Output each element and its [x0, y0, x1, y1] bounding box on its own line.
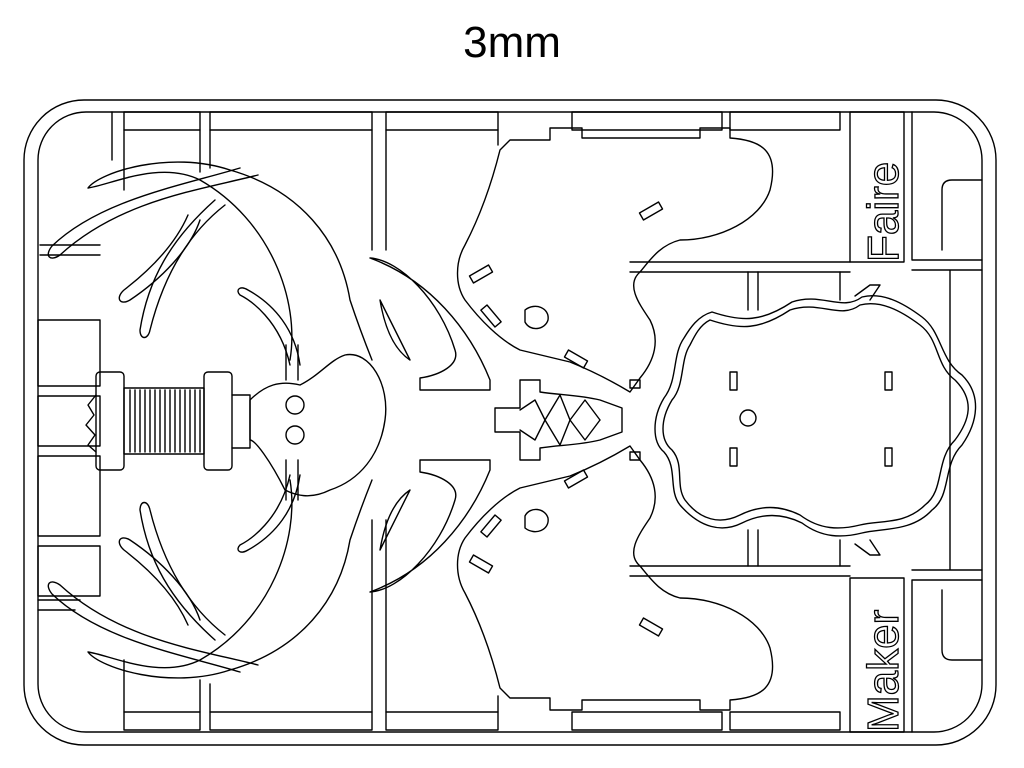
snout-piece: [494, 379, 623, 461]
bottom-sprue-cells: [123, 519, 841, 731]
top-sprue-cells: [39, 111, 841, 256]
antlers: [47, 161, 373, 679]
maker-label: Maker: [859, 610, 908, 732]
body-panel-top: [456, 127, 774, 393]
thickness-title: 3mm: [463, 18, 561, 67]
axle-spool: [85, 371, 251, 471]
right-sprue-cells: [629, 111, 983, 733]
head-piece: [249, 344, 387, 501]
left-sprue-cells: [37, 319, 101, 611]
base-plate: [654, 284, 977, 556]
body-panel-bottom: [456, 445, 774, 711]
faire-label: Faire: [859, 162, 908, 262]
ears: [369, 257, 491, 593]
outer-frame: [23, 99, 997, 746]
